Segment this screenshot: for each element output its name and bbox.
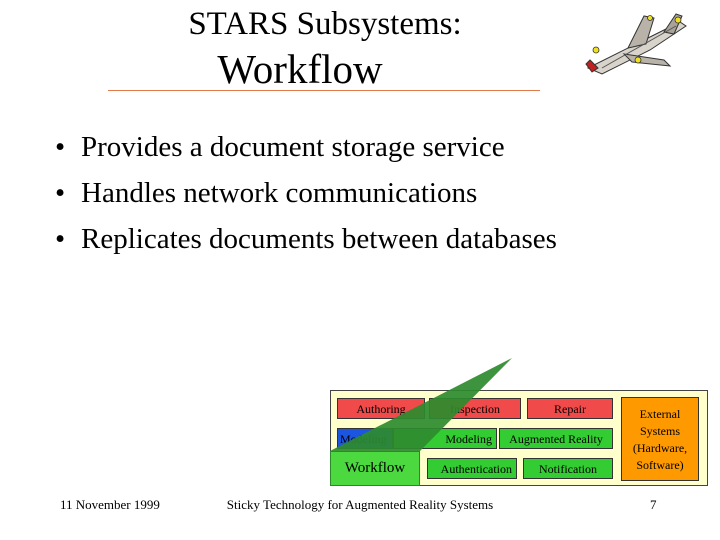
footer-date: 11 November 1999 [60,497,160,512]
box-augmented-reality: Augmented Reality [499,428,613,449]
fighter-jet-icon [585,13,687,75]
box-inspection: Inspection [429,398,521,419]
box-repair: Repair [527,398,613,419]
slide-title-line1: STARS Subsystems: [188,6,462,42]
box-authentication: Authentication [427,458,517,479]
bullet-dot: • [55,131,66,163]
workflow-highlight-box: Workflow [330,451,420,486]
bullet-item: • Handles network communications [55,170,557,216]
bullet-dot: • [55,223,66,255]
box-modeling-blue: Modeling [337,428,393,449]
bullet-text: Replicates documents between databases [81,223,557,255]
box-external-systems: External Systems (Hardware, Software) [621,397,699,481]
bullet-item: • Replicates documents between databases [55,216,557,262]
box-modeling: Modeling [393,428,497,449]
slide-title-line2: Workflow [217,46,383,92]
bullet-item: • Provides a document storage service [55,124,557,170]
title-underline [108,90,540,91]
footer-page-number: 7 [650,497,657,512]
footer-title: Sticky Technology for Augmented Reality … [226,497,494,512]
bullet-list: • Provides a document storage service • Ha… [55,124,557,262]
box-authoring: Authoring [337,398,425,419]
bullet-dot: • [55,177,66,209]
bullet-text: Provides a document storage service [81,131,505,163]
bullet-text: Handles network communications [81,177,478,209]
box-notification: Notification [523,458,613,479]
